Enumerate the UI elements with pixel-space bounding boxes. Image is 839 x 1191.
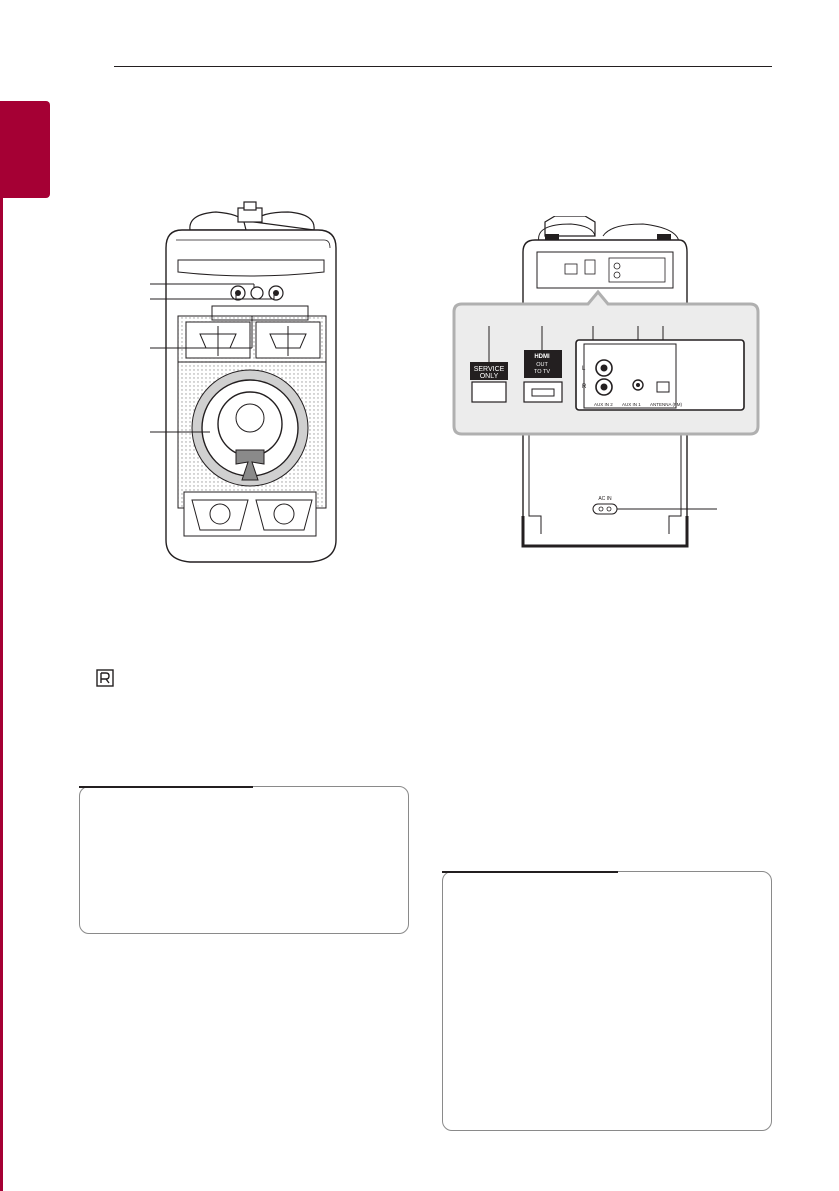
note-box-right-cap: [442, 871, 618, 873]
note-box-left-cap: [79, 786, 253, 788]
note-box-left: [79, 786, 409, 934]
front-panel-illustration: [165, 201, 337, 563]
chapter-tab: [0, 101, 50, 198]
header-rule: [114, 66, 772, 67]
antenna-label: ANTENNA (FM): [650, 402, 683, 407]
service-label-line1: SERVICE: [474, 366, 505, 373]
channel-left-label: L: [582, 366, 586, 372]
aux-in1-label: AUX IN 1: [622, 402, 641, 407]
rear-connector-zoom: SERVICE ONLY HDMI OUT TO TV L R AUX IN 2…: [452, 289, 760, 436]
ac-in-label: AC IN: [598, 496, 612, 502]
hdmi-label-line2: TO TV: [534, 369, 550, 375]
service-label-line2: ONLY: [480, 373, 499, 380]
r-mark-icon: [96, 669, 114, 687]
chapter-tab-line: [0, 101, 3, 1191]
aux-in2-label: AUX IN 2: [594, 402, 613, 407]
hdmi-logo: HDMI: [534, 354, 550, 360]
front-callout-lines: [150, 283, 275, 433]
note-box-right: [442, 871, 772, 1131]
hdmi-label-line1: OUT: [536, 362, 548, 368]
channel-right-label: R: [582, 384, 587, 390]
